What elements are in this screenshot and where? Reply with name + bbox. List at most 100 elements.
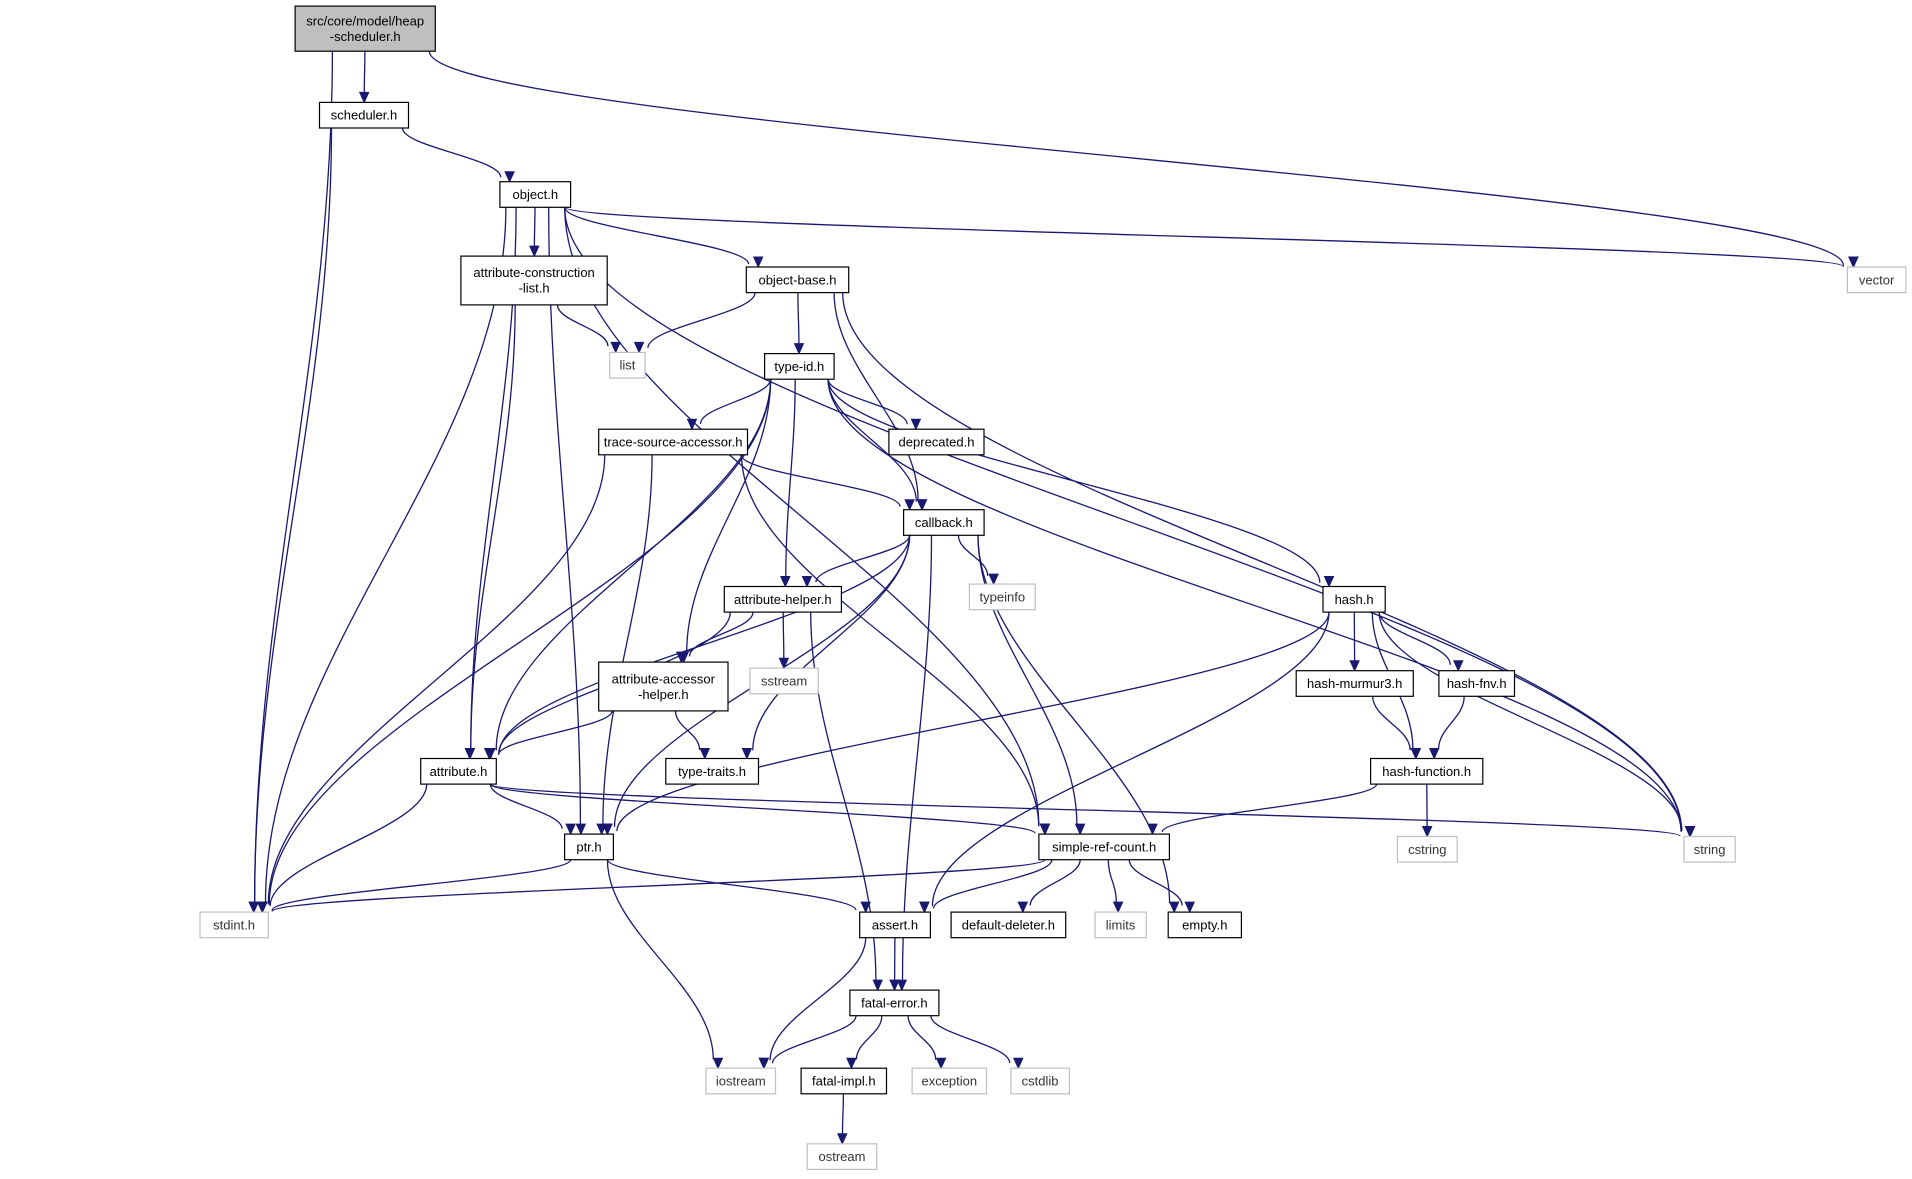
edge-root-to-scheduler (363, 51, 366, 93)
node-murmur[interactable]: hash-murmur3.h (1295, 670, 1414, 697)
node-objectbase[interactable]: object-base.h (745, 266, 850, 294)
node-box-typeid (763, 353, 835, 380)
node-box-scheduler (318, 101, 410, 129)
node-object[interactable]: object.h (499, 181, 572, 208)
node-hash[interactable]: hash.h (1322, 585, 1386, 613)
edge-callback-to-typeinfo (957, 535, 989, 577)
node-attracc[interactable]: attribute-accessor-helper.h (598, 661, 729, 712)
node-label-limits: limits (1106, 917, 1136, 932)
arrowhead-objectbase-to-list (633, 341, 645, 354)
node-label-attracc: -helper.h (638, 687, 689, 702)
node-label-objectbase: object-base.h (758, 272, 836, 287)
arrowhead-root-to-scheduler (358, 91, 370, 104)
node-typetraits[interactable]: type-traits.h (665, 757, 760, 785)
edge-objectbase-to-list (647, 292, 756, 348)
arrowhead-scheduler-to-stdint (248, 901, 259, 914)
arrowhead-object-to-ptr (575, 823, 587, 836)
node-typeid[interactable]: type-id.h (763, 353, 835, 380)
node-box-callback (902, 509, 985, 536)
arrowhead-assert-to-fatalerror (889, 979, 900, 992)
edge-hash-to-string (1378, 612, 1683, 831)
arrowhead-hash-to-fnv (1453, 660, 1464, 672)
node-root[interactable]: src/core/model/heap-scheduler.h (294, 5, 436, 52)
node-label-typetraits: type-traits.h (678, 764, 746, 779)
arrowhead-scheduler-to-object (504, 171, 515, 183)
node-stdint: stdint.h (199, 911, 269, 939)
edge-attribute-to-ptr (489, 783, 563, 829)
arrowhead-simpleref-to-assert (919, 901, 930, 914)
node-box-fnv (1438, 670, 1516, 697)
node-label-typeid: type-id.h (774, 359, 824, 374)
node-label-ostream: ostream (819, 1149, 866, 1164)
node-empty[interactable]: empty.h (1167, 911, 1242, 939)
edge-hash-to-assert (931, 612, 1330, 907)
node-deleter[interactable]: default-deleter.h (950, 911, 1067, 939)
node-label-list: list (619, 358, 635, 373)
arrowhead-fatalerror-to-fatalimpl (846, 1057, 857, 1070)
node-tracesrc[interactable]: trace-source-accessor.h (598, 428, 749, 456)
edge-typeid-to-callback (827, 379, 917, 502)
edge-ptr-to-assert (606, 859, 857, 911)
node-fatalerror[interactable]: fatal-error.h (849, 989, 940, 1017)
node-label-vector: vector (1859, 272, 1895, 287)
arrowhead-fatalerror-to-exception (935, 1057, 947, 1070)
node-box-cstring (1396, 835, 1458, 863)
arrowhead-fatalerror-to-cstdlib (1013, 1057, 1024, 1070)
edge-object-to-objectbase (564, 207, 750, 265)
arrowhead-callback-to-simpleref (1074, 823, 1086, 836)
edge-attribute-to-stdint (269, 784, 428, 907)
arrowhead-simpleref-to-limits (1112, 901, 1124, 914)
node-box-exception (911, 1067, 988, 1095)
node-simpleref[interactable]: simple-ref-count.h (1038, 833, 1171, 861)
node-box-deleter (950, 911, 1067, 939)
edge-scheduler-to-stdint (253, 127, 333, 903)
edge-attrcons-to-attribute (470, 304, 516, 749)
node-label-tracesrc: trace-source-accessor.h (604, 435, 743, 450)
arrowhead-object-to-vector (1848, 256, 1859, 269)
node-fnv[interactable]: hash-fnv.h (1438, 670, 1516, 697)
node-box-list (609, 351, 646, 379)
node-deprecated[interactable]: deprecated.h (888, 428, 985, 456)
arrowhead-ptr-to-assert (860, 901, 871, 914)
arrowhead-attribute-to-string (1684, 826, 1696, 838)
node-fatalimpl[interactable]: fatal-impl.h (800, 1067, 888, 1095)
edge-tracesrc-to-callback (740, 454, 901, 507)
node-box-stdint (199, 911, 269, 939)
node-box-iostream (705, 1067, 777, 1095)
node-assert[interactable]: assert.h (859, 911, 932, 939)
node-box-typetraits (665, 757, 760, 785)
node-label-deprecated: deprecated.h (899, 435, 975, 450)
node-label-exception: exception (921, 1074, 977, 1089)
edge-attribute-to-string (489, 783, 1681, 837)
node-box-limits (1094, 911, 1147, 939)
edge-typeid-to-deprecated (827, 379, 908, 425)
arrowhead-callback-to-typetraits (741, 748, 753, 760)
node-callback[interactable]: callback.h (902, 509, 985, 536)
node-label-root: src/core/model/heap (306, 13, 424, 28)
arrowhead-attrcons-to-list (610, 341, 621, 354)
edge-simpleref-to-stdint (271, 859, 1046, 912)
edge-murmur-to-hashfunc (1372, 696, 1411, 751)
node-label-attrcons: attribute-construction (473, 265, 594, 280)
node-box-cstdlib (1010, 1067, 1071, 1095)
arrowhead-hashfunc-to-cstring (1421, 826, 1433, 838)
arrowhead-fnv-to-hashfunc (1428, 748, 1440, 760)
arrowhead-fatalerror-to-iostream (758, 1057, 770, 1070)
node-label-deleter: default-deleter.h (962, 917, 1055, 932)
node-box-deprecated (888, 428, 985, 456)
node-scheduler[interactable]: scheduler.h (318, 101, 410, 129)
edge-fatalerror-to-exception (907, 1015, 937, 1060)
node-attrcons[interactable]: attribute-construction-list.h (460, 255, 608, 306)
node-attrhelper[interactable]: attribute-helper.h (723, 585, 842, 613)
node-hashfunc[interactable]: hash-function.h (1369, 757, 1484, 785)
edge-tracesrc-to-stdint (267, 454, 606, 905)
node-box-object (499, 181, 572, 208)
arrowhead-attrcons-to-attribute (464, 748, 476, 760)
node-ptr[interactable]: ptr.h (563, 833, 614, 861)
node-label-fatalimpl: fatal-impl.h (812, 1074, 876, 1089)
arrowhead-object-to-objectbase (752, 256, 764, 269)
node-label-cstring: cstring (1408, 842, 1446, 857)
node-attribute[interactable]: attribute.h (420, 757, 497, 785)
edge-fatalerror-to-fatalimpl (855, 1015, 883, 1060)
node-box-attrcons (460, 255, 608, 306)
